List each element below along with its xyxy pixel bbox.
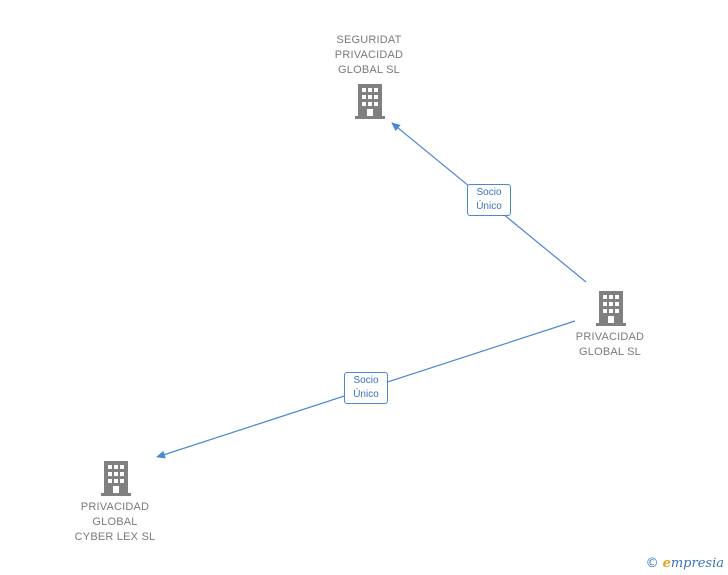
building-icon[interactable] [354, 83, 386, 119]
node-label-line: GLOBAL SL [338, 64, 400, 76]
edge-label-socio-unico[interactable]: Socio Único [344, 372, 388, 404]
node-label-line: GLOBAL [92, 516, 138, 528]
edge-label-line: Único [353, 389, 379, 400]
node-label-line: GLOBAL SL [579, 346, 641, 358]
node-label-privacidad-global[interactable]: PRIVACIDAD GLOBAL SL [540, 330, 680, 360]
node-label-line: SEGURIDAT [336, 34, 402, 46]
node-label-line: PRIVACIDAD [334, 49, 404, 61]
edge-label-line: Socio [353, 375, 379, 386]
building-icon[interactable] [595, 290, 627, 326]
brand-logo: ©empresia [646, 556, 724, 571]
node-label-line: PRIVACIDAD [80, 501, 150, 513]
node-label-line: CYBER LEX SL [74, 531, 156, 543]
brand-initial: e [662, 556, 671, 571]
brand-name: mpresia [670, 556, 724, 571]
copyright-icon: © [645, 556, 659, 571]
edge-label-line: Único [476, 201, 502, 212]
building-icon[interactable] [100, 460, 132, 496]
node-label-seguridat[interactable]: SEGURIDAT PRIVACIDAD GLOBAL SL [299, 33, 439, 78]
node-label-line: PRIVACIDAD [575, 331, 645, 343]
edge-label-line: Socio [476, 187, 502, 198]
edge-label-socio-unico[interactable]: Socio Único [467, 184, 511, 216]
node-label-cyber-lex[interactable]: PRIVACIDAD GLOBAL CYBER LEX SL [45, 500, 185, 545]
